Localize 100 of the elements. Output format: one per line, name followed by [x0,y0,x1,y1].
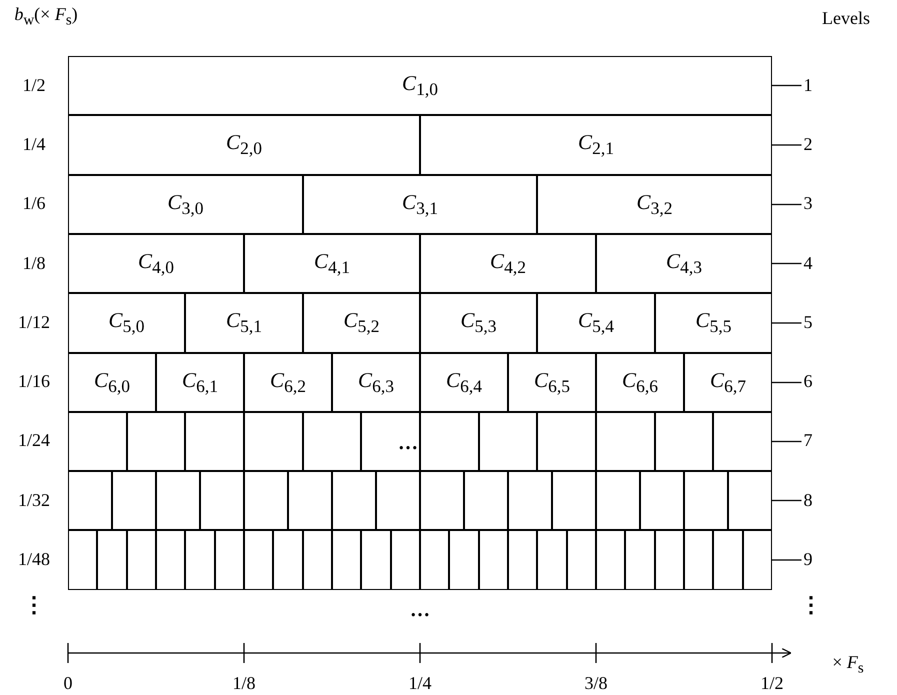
band-cell [420,412,479,471]
band-cell [361,412,420,471]
band-cell [332,353,420,412]
band-cell [596,530,625,590]
band-cell [97,530,127,590]
vertical-ellipsis: ⋮ [23,592,45,618]
cell-label: C$_{5,0}$ [108,308,144,338]
band-cell [596,471,640,530]
band-cell [625,530,655,590]
bandwidth-label: 1/6 [22,194,46,214]
band-cell [728,471,772,530]
band-cell [68,471,112,530]
band-cell [596,412,655,471]
band-cell [537,412,596,471]
band-cell [68,293,185,353]
band-cell [156,353,244,412]
band-cell [420,234,596,293]
cell-label: C$_{5,4}$ [578,308,614,338]
level-tick [772,322,802,324]
band-cell [376,471,420,530]
band-cell [596,234,772,293]
band-cell [420,353,508,412]
band-cell [596,353,684,412]
band-cell [68,175,303,234]
cell-label: C$_{6,2}$ [270,368,306,398]
band-cell [684,353,772,412]
level-number: 4 [804,254,812,274]
cell-label: C$_{6,4}$ [446,368,482,398]
band-cell [68,353,156,412]
band-cell [127,530,156,590]
level-tick [772,559,802,561]
band-cell [244,353,332,412]
level-tick [772,500,802,502]
level-tick [772,84,802,86]
bandwidth-label: 1/24 [18,432,50,452]
cell-label: C$_{6,7}$ [710,368,746,398]
cell-label: C$_{5,2}$ [344,308,380,338]
band-cell [156,530,185,590]
band-cell [185,530,215,590]
band-cell [713,530,743,590]
level-tick [772,204,802,206]
cell-label: C$_{4,2}$ [490,248,526,278]
band-cell [68,530,97,590]
level-number: 5 [804,312,812,333]
cell-label: C$_{4,3}$ [666,248,702,278]
cell-label: C$_{4,1}$ [314,248,350,278]
axis-title: Levels [822,9,870,29]
band-cell [244,234,420,293]
band-cell [684,530,713,590]
band-cell [215,530,244,590]
bandwidth-label: 1/4 [22,135,46,155]
band-cell [244,471,288,530]
level-number: 1 [804,76,812,96]
tick-label: 1/2 [760,674,784,694]
ellipsis: … [398,435,418,452]
band-cell [420,293,537,353]
band-cell [655,412,713,471]
bandwidth-label: 1/48 [18,550,50,570]
cell-label: C$_{6,6}$ [622,368,658,398]
cell-label: C$_{6,0}$ [94,368,130,398]
bandwidth-label: 1/16 [18,372,50,392]
band-cell [655,293,772,353]
band-cell [537,530,567,590]
band-cell [185,293,303,353]
cell-label: C$_{4,0}$ [138,248,174,278]
cell-label: C$_{2,0}$ [226,130,262,160]
bandwidth-label: 1/2 [22,76,46,96]
band-cell [244,412,303,471]
cell-label: C$_{6,5}$ [534,368,570,398]
level-number: 2 [804,135,812,155]
level-tick [772,440,802,442]
tick-label: 0 [64,674,72,694]
cell-label: C$_{2,1}$ [578,130,614,160]
band-cell [68,56,772,115]
band-cell [537,175,772,234]
level-number: 6 [804,372,812,392]
band-cell [713,412,772,471]
vertical-ellipsis: ⋮ [800,592,822,618]
band-cell [185,412,244,471]
band-cell [332,530,361,590]
level-number: 3 [804,194,812,214]
axis-unit: × F$_{s}$ [832,652,864,678]
level-number: 8 [804,490,812,511]
axis-title: b$_{w}$(× F$_{s}$) [14,4,78,30]
band-cell [303,293,420,353]
band-cell [68,412,127,471]
band-cell [303,412,361,471]
ellipsis: … [410,602,430,618]
cell-label: C$_{6,1}$ [182,368,218,398]
band-cell [508,530,537,590]
band-cell [420,471,464,530]
bandwidth-label: 1/32 [18,490,50,511]
tick-label: 3/8 [584,674,608,694]
band-cell [479,412,537,471]
bandwidth-label: 1/8 [22,254,46,274]
band-cell [68,115,420,175]
band-cell [508,353,596,412]
band-cell [743,530,772,590]
cell-label: C$_{3,2}$ [636,190,672,220]
cell-label: C$_{5,3}$ [460,308,496,338]
